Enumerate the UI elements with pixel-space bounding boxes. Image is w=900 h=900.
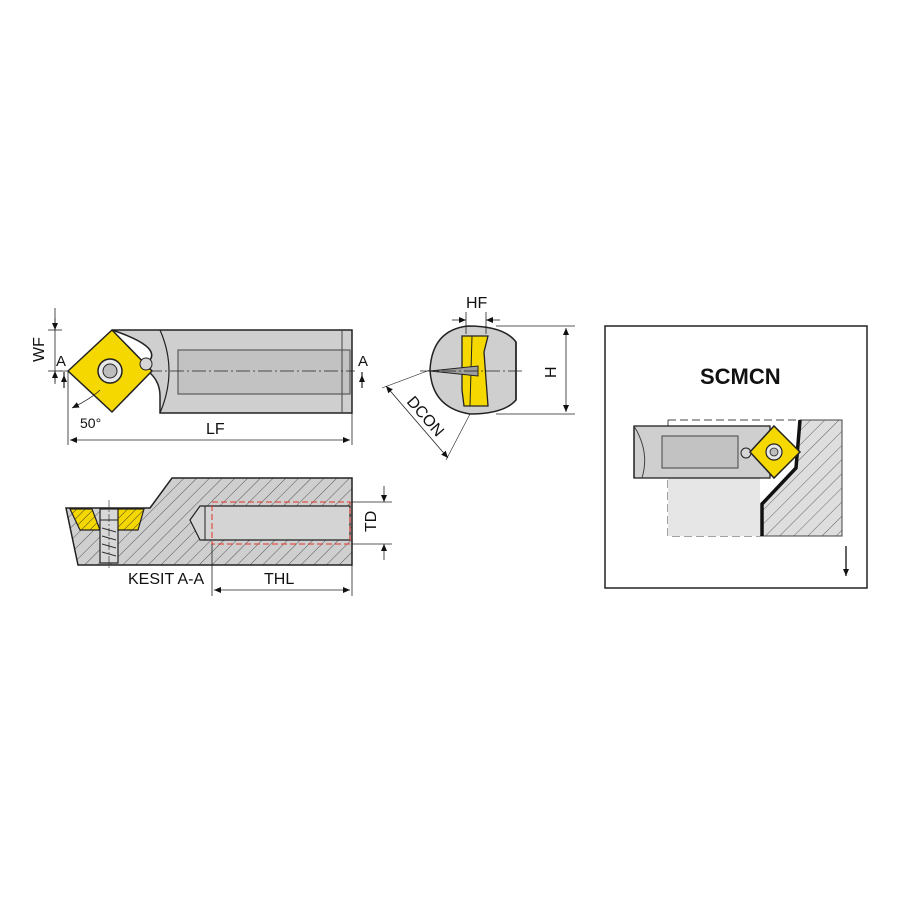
cut-profile bbox=[760, 419, 802, 536]
lf-label: LF bbox=[206, 421, 225, 438]
end-view: HF H DCON bbox=[381, 295, 575, 461]
hf-label: HF bbox=[466, 295, 488, 312]
td-label: TD bbox=[363, 511, 380, 532]
thl-label: THL bbox=[264, 571, 294, 588]
dcon-label: DCON bbox=[403, 393, 447, 440]
detail-title: SCMCN bbox=[700, 364, 781, 389]
top-view: WF A A 50° LF bbox=[31, 308, 368, 445]
section-label: KESIT A-A bbox=[128, 571, 205, 588]
bar-head-curve bbox=[159, 329, 170, 414]
angle-label: 50° bbox=[80, 415, 101, 431]
h-label: H bbox=[543, 366, 560, 378]
section-view: TD THL KESIT A-A bbox=[65, 477, 392, 596]
thread-outline bbox=[211, 501, 351, 545]
wf-label: WF bbox=[31, 337, 48, 362]
section-mark-left: A bbox=[56, 353, 66, 370]
section-mark-right: A bbox=[358, 353, 368, 370]
coolant-channel bbox=[189, 505, 351, 541]
detail-panel: SCMCN bbox=[604, 325, 868, 589]
bar-flat bbox=[177, 349, 351, 395]
